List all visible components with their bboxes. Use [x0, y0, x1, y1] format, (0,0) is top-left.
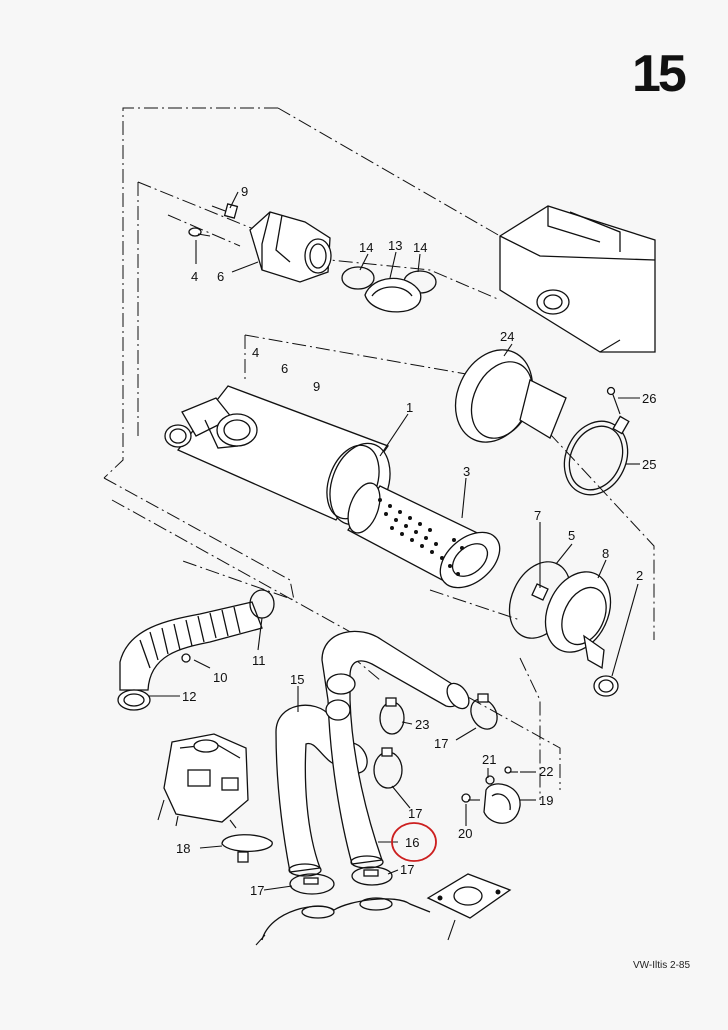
callout-21: 21: [482, 752, 496, 767]
callout-4-top: 4: [191, 269, 198, 284]
pipe-16: [321, 630, 470, 869]
filter-element: [347, 482, 501, 589]
callout-14-left: 14: [359, 240, 373, 255]
callout-labels: 9 4 6 14 13 14 4 6 9 1 3 24 26 25 7 5 8 …: [176, 184, 656, 898]
callout-6-mid: 6: [281, 361, 288, 376]
callout-23: 23: [415, 717, 429, 732]
callout-13: 13: [388, 238, 402, 253]
clamp-18: [221, 834, 273, 863]
callout-5: 5: [568, 528, 575, 543]
callout-16: 16: [405, 835, 419, 850]
intake-housing: [499, 205, 656, 353]
callout-17-bottom-left: 17: [250, 883, 264, 898]
callout-24: 24: [500, 329, 514, 344]
highlight-circle-16: [391, 822, 437, 862]
callout-18: 18: [176, 841, 190, 856]
corrugated-hose: [117, 589, 275, 711]
callout-9-top: 9: [241, 184, 248, 199]
cover-and-valve: [508, 561, 619, 697]
callout-17-bottom-right: 17: [400, 862, 414, 877]
clamp-pair-14-sleeve-13: [341, 266, 437, 313]
manifold-flange: [255, 873, 512, 946]
callout-11: 11: [252, 653, 266, 668]
page-number: 15: [632, 45, 687, 103]
callout-15: 15: [290, 672, 304, 687]
callout-7: 7: [534, 508, 541, 523]
callout-20: 20: [458, 826, 472, 841]
callout-14-right: 14: [413, 240, 427, 255]
leader-lines: [148, 191, 640, 891]
callout-6-top: 6: [217, 269, 224, 284]
callout-17-right: 17: [408, 806, 422, 821]
hose-clamps: [289, 693, 498, 895]
callout-2: 2: [636, 568, 643, 583]
strap-clamp-19: [461, 766, 521, 824]
callout-17-mid: 17: [434, 736, 448, 751]
callout-25: 25: [642, 457, 656, 472]
callout-9-mid: 9: [313, 379, 320, 394]
callout-12: 12: [182, 689, 196, 704]
callout-26: 26: [642, 391, 656, 406]
clamp-24-ring-25: [454, 349, 630, 496]
callout-19: 19: [539, 793, 553, 808]
footer-code: VW-Iltis 2-85: [633, 960, 691, 971]
top-small-parts: [188, 203, 332, 283]
callout-4-mid: 4: [252, 345, 259, 360]
callout-10: 10: [213, 670, 227, 685]
callout-1: 1: [406, 400, 413, 415]
callout-8: 8: [602, 546, 609, 561]
throttle-body: [157, 733, 249, 829]
callout-3: 3: [463, 464, 470, 479]
callout-22: 22: [539, 764, 553, 779]
